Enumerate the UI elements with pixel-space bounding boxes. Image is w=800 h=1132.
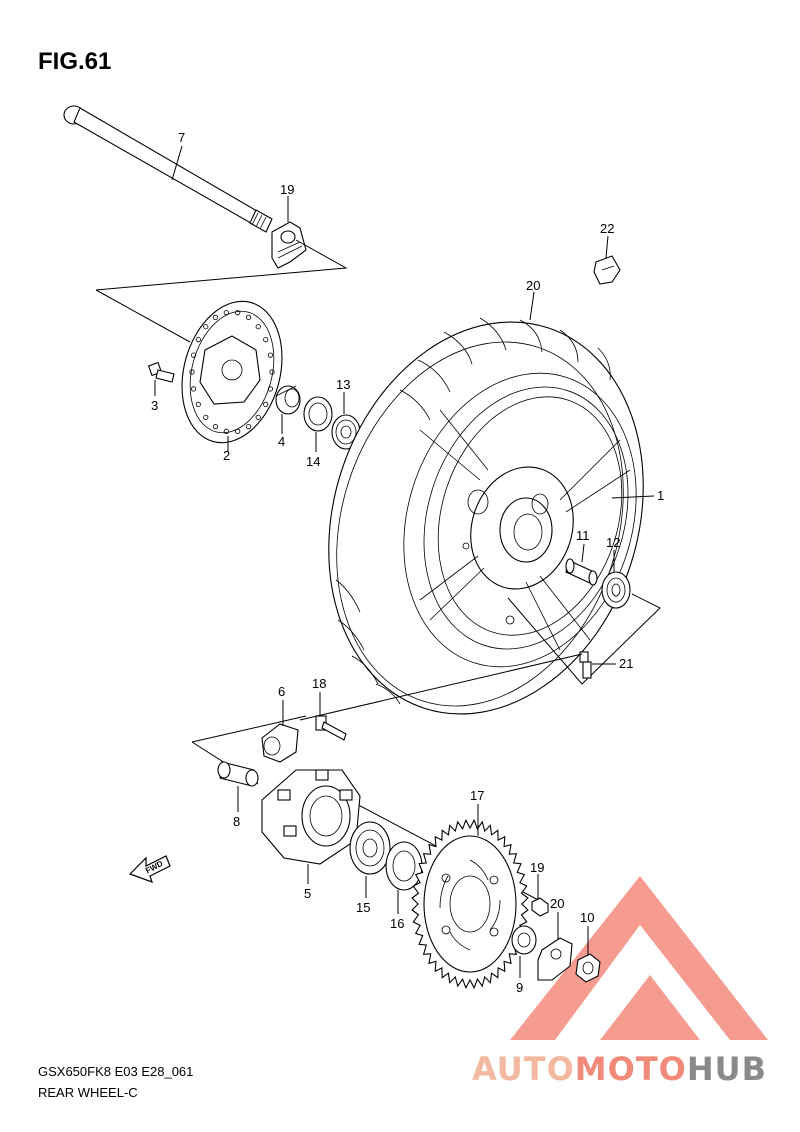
disc-hole (255, 414, 261, 420)
watermark-part-3: HUB (686, 1050, 768, 1088)
disc-hole (212, 423, 218, 430)
washer-plate-bottom (537, 937, 573, 981)
disc-hole (269, 369, 275, 375)
callout-18: 18 (312, 676, 326, 691)
callout-13: 13 (336, 377, 350, 392)
disc-hole (263, 401, 269, 407)
disc-hole (246, 314, 252, 320)
spacer-4 (275, 385, 301, 415)
brake-disc (181, 300, 283, 444)
nut-19 (531, 897, 549, 917)
callout-23: 22 (600, 221, 614, 236)
callout-7: 7 (178, 130, 185, 145)
oil-seal-14 (303, 396, 333, 432)
callout-2: 2 (223, 448, 230, 463)
callout-14: 14 (306, 454, 320, 469)
disc-hole (203, 414, 209, 420)
watermark-part-1: AUTO (472, 1050, 575, 1088)
washer-plate-top (271, 221, 307, 269)
disc-hole (203, 324, 209, 330)
damper (261, 723, 299, 763)
callout-16: 16 (390, 916, 404, 931)
spacer-8 (217, 761, 259, 787)
disc-hole (191, 386, 197, 392)
callout-11: 11 (576, 528, 590, 543)
balancer (593, 255, 621, 285)
callout-8: 8 (233, 814, 240, 829)
callout-22: 21 (619, 656, 633, 671)
nut-10 (575, 953, 601, 983)
disc-hole (246, 423, 252, 430)
disc-hole (267, 352, 273, 358)
callout-6: 6 (278, 684, 285, 699)
valve (579, 651, 592, 679)
disc-hole (223, 428, 229, 434)
figure-title: FIG.61 (38, 48, 112, 75)
disc-bolt (147, 361, 175, 383)
disc-hole (189, 369, 195, 375)
disc-hole (195, 401, 201, 407)
callout-15: 15 (356, 900, 370, 915)
stud (315, 715, 347, 741)
rear-wheel (328, 317, 644, 715)
disc-hole (267, 386, 273, 392)
spacer-9 (511, 925, 537, 955)
callout-4: 4 (278, 434, 285, 449)
callout-21: 20 (526, 278, 540, 293)
callout-1: 1 (657, 488, 664, 503)
callout-12: 12 (606, 535, 620, 550)
disc-hole (235, 428, 241, 434)
fwd-arrow-icon: FWD (128, 855, 171, 883)
leader-lines (154, 145, 655, 978)
axle (63, 105, 273, 233)
sprocket (411, 818, 529, 990)
watermark-text: AUTOMOTOHUB (472, 1050, 767, 1088)
callout-9: 9 (516, 980, 523, 995)
model-code: GSX650FK8 E03 E28_061 (38, 1064, 194, 1079)
spacer-11 (565, 558, 598, 586)
callout-17: 17 (470, 788, 484, 803)
callout-3: 3 (151, 398, 158, 413)
callout-labels: 7 19 22 20 13 3 4 14 2 1 11 12 21 6 18 8… (151, 130, 664, 995)
bearing-12 (601, 571, 631, 609)
oil-seal-16 (385, 841, 423, 891)
watermark-part-2: MOTO (574, 1050, 687, 1088)
disc-hole (263, 336, 269, 343)
callout-19: 19 (530, 860, 544, 875)
callout-5: 5 (304, 886, 311, 901)
guide-line-top (95, 239, 348, 291)
disc-hole (212, 314, 218, 320)
watermark-logo (510, 876, 768, 1040)
callout-20-top: 19 (280, 182, 294, 197)
disc-hole (191, 352, 197, 358)
callout-20-bottom: 20 (550, 896, 564, 911)
sprocket-hub (261, 769, 361, 865)
section-name: REAR WHEEL-C (38, 1085, 138, 1100)
disc-hole (235, 309, 241, 316)
disc-hole (195, 336, 201, 343)
disc-hole (255, 324, 261, 330)
bearing-15 (349, 821, 391, 875)
disc-hole (223, 309, 229, 316)
callout-10: 10 (580, 910, 594, 925)
